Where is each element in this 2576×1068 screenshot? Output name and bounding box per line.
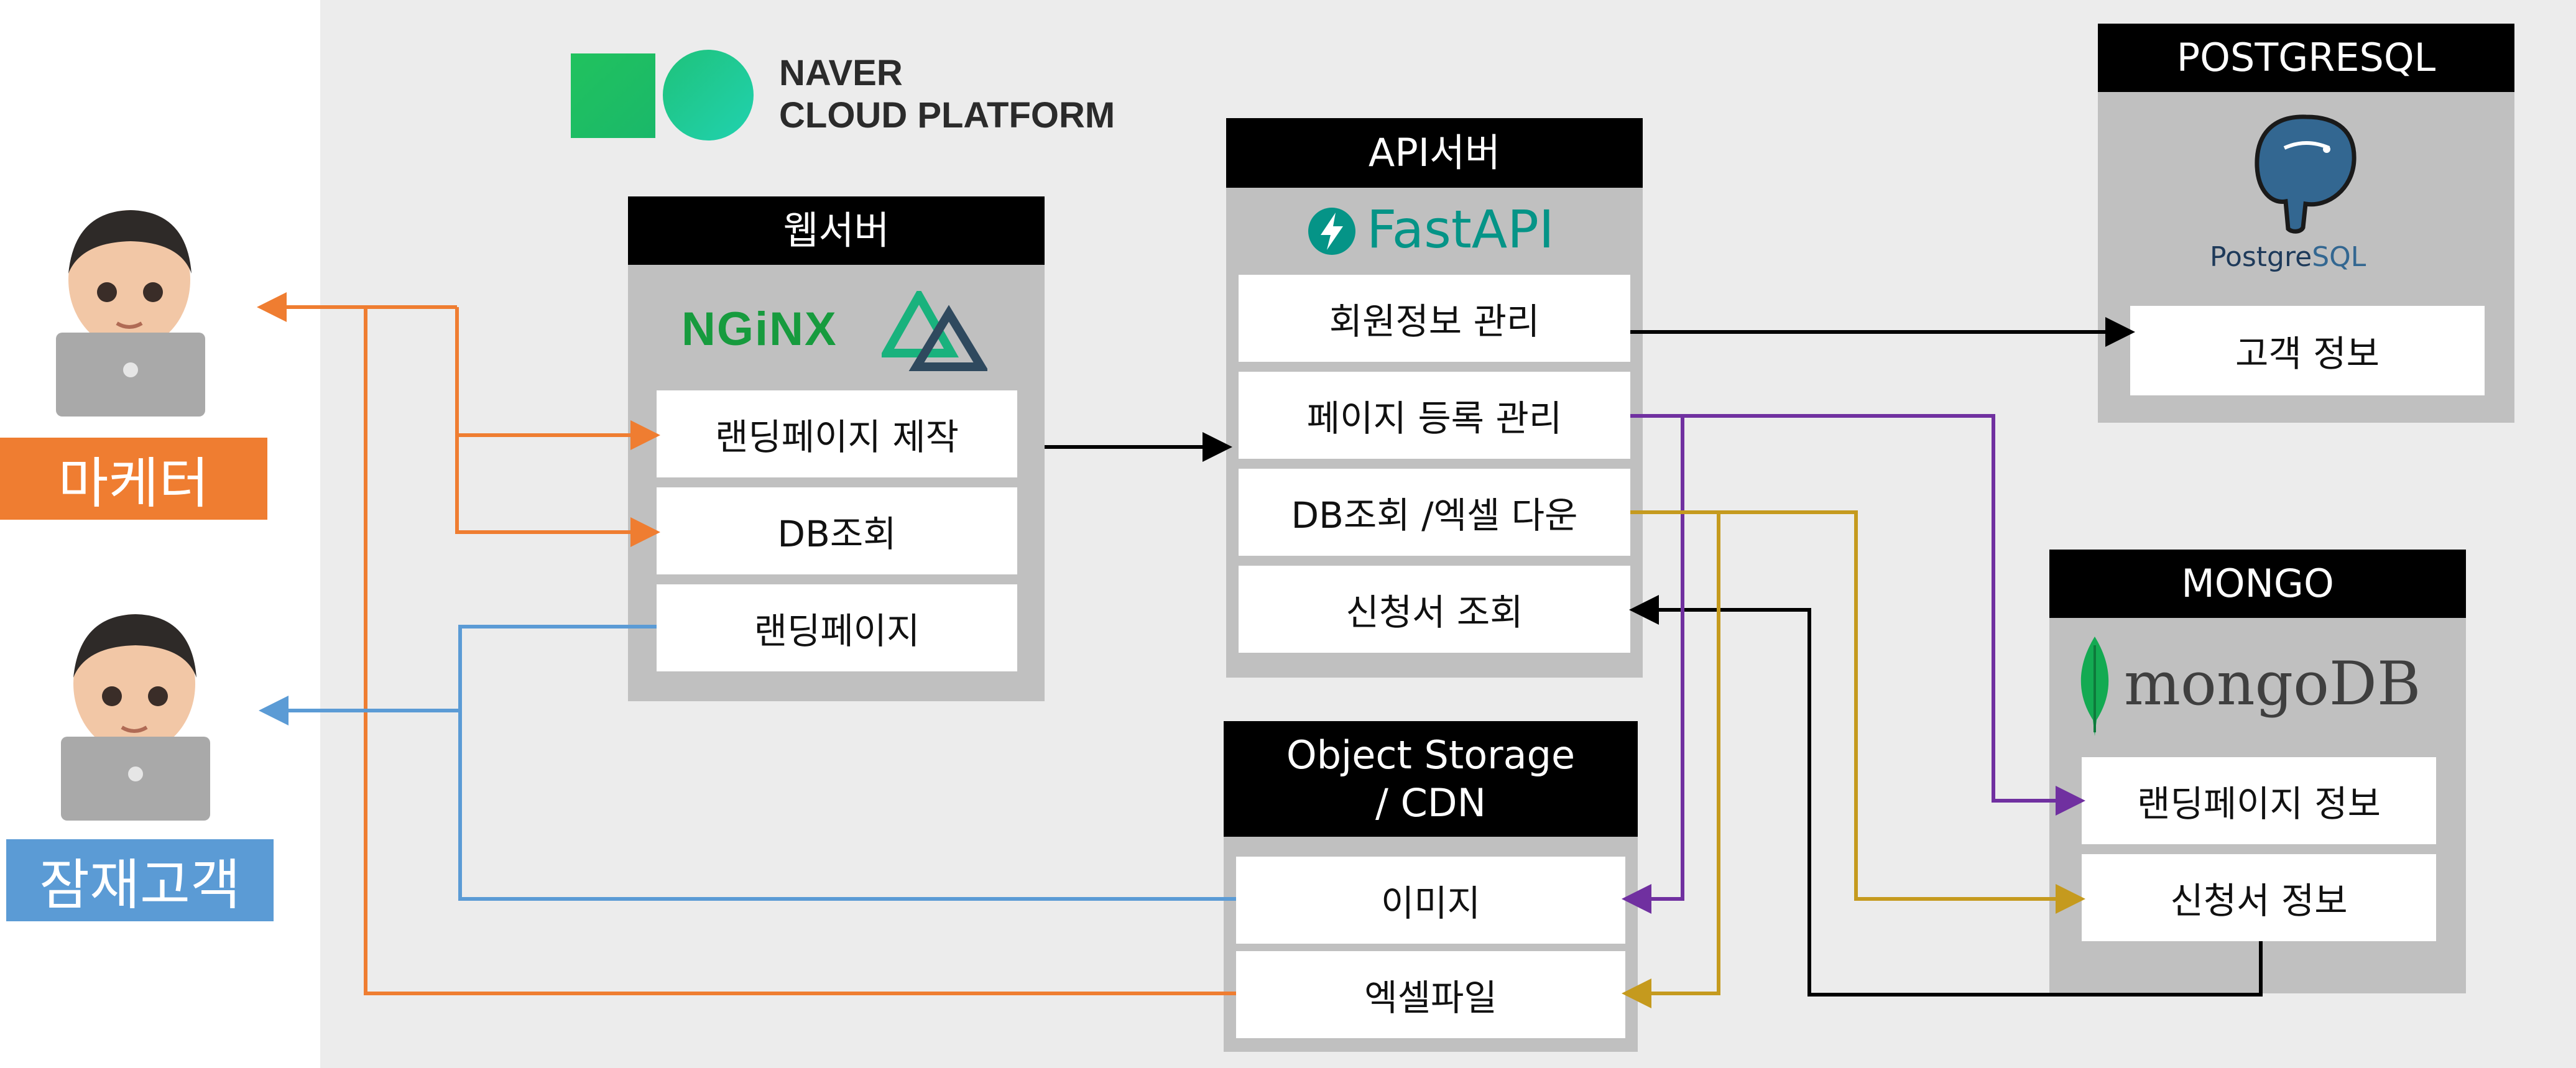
object-storage-title-line1: Object Storage	[1286, 732, 1576, 778]
arrow-marketer-to-landing-create	[455, 307, 660, 450]
object-storage-box: Object Storage / CDN 이미지 엑셀파일	[1224, 721, 1638, 1052]
object-storage-title-line2: / CDN	[1375, 780, 1486, 826]
web-server-box: 웹서버 NGiNX 랜딩페이지 제작 DB조회 랜딩페이지	[628, 196, 1045, 701]
ncp-logo-line1: NAVER	[779, 53, 903, 93]
postgres-box: POSTGRESQL PostgreSQL 고객 정보	[2098, 24, 2514, 423]
postgres-logo-text-b: SQL	[2312, 241, 2366, 273]
postgres-title: POSTGRESQL	[2098, 24, 2514, 92]
mongo-item-landing: 랜딩페이지 정보	[2082, 757, 2436, 844]
ncp-square-icon	[571, 53, 655, 138]
arrow-landing-to-prospect	[259, 625, 657, 725]
fastapi-text: FastAPI	[1367, 199, 1554, 260]
line-image-to-landing	[458, 711, 1236, 901]
arrow-mongo-to-application	[1629, 595, 2263, 997]
fastapi-logo: FastAPI	[1307, 199, 1593, 267]
storage-item-image: 이미지	[1236, 857, 1625, 944]
person-laptop-icon	[61, 614, 210, 821]
postgres-logo-text: PostgreSQL	[2210, 241, 2366, 273]
prospect-label: 잠재고객	[6, 839, 274, 921]
ncp-circle-icon	[663, 50, 754, 140]
pg-item-customer: 고객 정보	[2130, 306, 2485, 395]
mongo-item-application: 신청서 정보	[2082, 854, 2436, 941]
arrow-marketer-to-db-query	[455, 307, 660, 547]
web-server-title: 웹서버	[628, 196, 1045, 265]
postgres-logo-text-a: Postgre	[2210, 241, 2312, 273]
api-item-db-excel: DB조회 /엑셀 다운	[1239, 469, 1630, 556]
ncp-logo: NAVER CLOUD PLATFORM	[571, 48, 1143, 142]
api-item-member: 회원정보 관리	[1239, 275, 1630, 362]
postgres-elephant-icon	[2255, 114, 2357, 234]
mongo-box: MONGO mongoDB 랜딩페이지 정보 신청서 정보	[2049, 550, 2466, 993]
arrow-page-register-to-mongo	[1630, 414, 2085, 816]
nginx-logo: NGiNX	[681, 303, 838, 356]
prospect-avatar	[55, 609, 216, 821]
api-item-application: 신청서 조회	[1239, 566, 1630, 653]
arrow-excel-to-marketer	[364, 307, 1236, 995]
api-item-page-register: 페이지 등록 관리	[1239, 372, 1630, 459]
mongo-logo-text: mongoDB	[2124, 649, 2421, 719]
api-server-title: API서버	[1226, 118, 1643, 188]
person-laptop-icon	[56, 210, 205, 417]
ncp-logo-line2: CLOUD PLATFORM	[779, 95, 1115, 136]
web-item-landing-create: 랜딩페이지 제작	[657, 390, 1017, 477]
marketer-avatar	[50, 205, 211, 417]
mongo-leaf-icon	[2080, 637, 2109, 736]
api-server-box: API서버 FastAPI 회원정보 관리 페이지 등록 관리 DB조회 /엑셀…	[1226, 118, 1643, 678]
nuxt-logo-icon	[882, 291, 987, 371]
arrow-excel-to-mongo-application	[1630, 510, 2085, 914]
web-item-landing-page: 랜딩페이지	[657, 584, 1017, 671]
mongo-title: MONGO	[2049, 550, 2466, 618]
object-storage-title: Object Storage / CDN	[1224, 721, 1638, 837]
web-item-db-query: DB조회	[657, 487, 1017, 574]
arrow-page-register-to-image	[1622, 416, 1684, 914]
bolt-icon	[1308, 208, 1355, 255]
storage-item-excel: 엑셀파일	[1236, 951, 1625, 1038]
marketer-label: 마케터	[0, 438, 267, 520]
arrow-excel-to-storage	[1622, 512, 1720, 1008]
